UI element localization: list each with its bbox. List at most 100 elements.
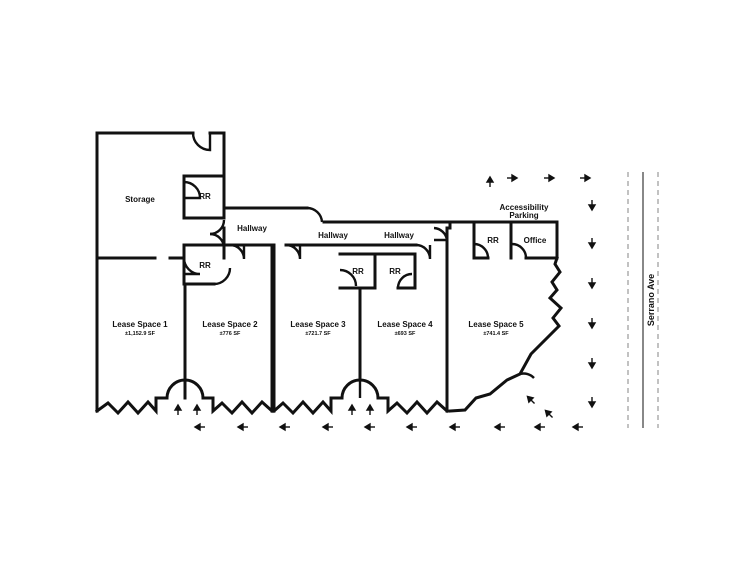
- traffic-arrow: [544, 409, 554, 419]
- rr-storage-label: RR: [199, 192, 211, 201]
- hallway-lower-wall: [222, 243, 274, 413]
- lease4-area: ±693 SF: [395, 331, 416, 337]
- traffic-arrow-head: [587, 322, 597, 330]
- traffic-arrow-head: [587, 242, 597, 250]
- lease3-name: Lease Space 3: [290, 320, 346, 329]
- traffic-arrow: [363, 422, 375, 432]
- traffic-arrow: [587, 318, 597, 330]
- lease5-front-door-swing: [519, 372, 535, 379]
- front-wall-2: [201, 396, 275, 416]
- exterior-walls: [94, 131, 564, 416]
- traffic-arrow: [236, 422, 248, 432]
- storage-label: Storage: [125, 195, 155, 204]
- storage-wall-right: [208, 131, 226, 220]
- front-wall-3: [271, 396, 344, 416]
- traffic-arrow-head: [533, 422, 541, 432]
- hallway-top-wall-b: [322, 220, 452, 230]
- traffic-arrow-head: [544, 409, 553, 418]
- lease4-door-swing: [415, 243, 432, 260]
- room-labels: Storage RR RR Hallway Hallway Hallway RR…: [112, 192, 549, 337]
- rr-lease3-label: RR: [352, 267, 364, 276]
- traffic-arrow-head: [405, 422, 413, 432]
- hallway-label-1: Hallway: [237, 224, 267, 233]
- traffic-arrow-head: [347, 403, 357, 411]
- traffic-arrow: [571, 422, 583, 432]
- traffic-arrow: [192, 403, 202, 415]
- rr-lease4-door-swing: [396, 272, 413, 289]
- lease2-door-swing: [229, 243, 246, 260]
- front-wall: [94, 396, 169, 416]
- traffic-arrow-head: [321, 422, 329, 432]
- rr-storage-door-swing: [183, 180, 202, 200]
- traffic-arrow: [485, 175, 495, 187]
- traffic-arrow: [493, 422, 505, 432]
- street: Serrano Ave: [627, 172, 659, 428]
- lease3-door-swing: [285, 243, 302, 260]
- parking-label: Parking: [509, 211, 538, 220]
- storage-door-swing: [191, 132, 212, 152]
- lease3-area: ±721.7 SF: [305, 331, 331, 337]
- street-name: Serrano Ave: [646, 274, 656, 326]
- rr-lease3-door-swing: [339, 268, 358, 287]
- traffic-arrow: [405, 422, 417, 432]
- hallway-door-swing-2: [209, 232, 226, 249]
- rr-lease5-walls: [472, 220, 490, 260]
- rr-lease5-door-swing: [473, 242, 490, 259]
- office-label: Office: [524, 236, 547, 245]
- traffic-arrow: [507, 173, 519, 183]
- traffic-arrow-head: [587, 204, 597, 212]
- traffic-arrow: [587, 238, 597, 250]
- traffic-arrow-head: [548, 173, 556, 183]
- hallway-door-swing-1: [209, 219, 226, 236]
- lease1-name: Lease Space 1: [112, 320, 168, 329]
- traffic-arrow-head: [493, 422, 501, 432]
- lease1-area: ±1,152.9 SF: [125, 331, 156, 337]
- traffic-arrow: [448, 422, 460, 432]
- traffic-arrow-head: [365, 403, 375, 411]
- rr-lease1-door-b: [213, 267, 232, 286]
- rr-lease1-walls: [182, 243, 232, 286]
- traffic-arrow-head: [485, 175, 495, 183]
- traffic-arrow-head: [587, 282, 597, 290]
- traffic-arrow: [173, 403, 183, 415]
- rr-lease3-walls: [338, 252, 377, 290]
- traffic-arrow-head: [193, 422, 201, 432]
- front-wall-4: [376, 396, 450, 416]
- storage-wall: [95, 131, 195, 413]
- traffic-arrow-head: [448, 422, 456, 432]
- lease4-name: Lease Space 4: [377, 320, 433, 329]
- traffic-arrow: [193, 422, 205, 432]
- lease2-name: Lease Space 2: [202, 320, 258, 329]
- lease5-angled-front: [448, 256, 564, 413]
- rr-lease4-walls: [376, 252, 417, 290]
- traffic-arrow: [365, 403, 375, 415]
- interior-walls: [95, 174, 559, 413]
- traffic-arrow-head: [587, 362, 597, 370]
- traffic-arrow: [580, 173, 592, 183]
- lease5-door-swing: [433, 226, 449, 242]
- traffic-arrow: [587, 358, 597, 370]
- traffic-arrow-head: [363, 422, 371, 432]
- traffic-arrow-head: [511, 173, 519, 183]
- hallway-top-wall-c: [448, 220, 559, 260]
- office-door-swing: [511, 242, 528, 259]
- traffic-arrow-head: [587, 401, 597, 409]
- rr-lease1-label: RR: [199, 261, 211, 270]
- accessibility-label: Accessibility: [500, 203, 549, 212]
- traffic-arrow: [587, 397, 597, 409]
- traffic-arrow: [587, 278, 597, 290]
- traffic-arrow: [544, 173, 556, 183]
- hallway-mid-door-swing: [306, 206, 324, 223]
- traffic-arrow: [321, 422, 333, 432]
- traffic-arrow: [587, 200, 597, 212]
- traffic-arrow: [533, 422, 545, 432]
- traffic-arrow: [278, 422, 290, 432]
- rr-lease1-door-swing: [182, 257, 201, 276]
- traffic-arrow-head: [173, 403, 183, 411]
- traffic-arrow-head: [571, 422, 579, 432]
- traffic-arrow: [347, 403, 357, 415]
- traffic-arrow-head: [192, 403, 202, 411]
- traffic-arrow-head: [584, 173, 592, 183]
- rr-lease5-label: RR: [487, 236, 499, 245]
